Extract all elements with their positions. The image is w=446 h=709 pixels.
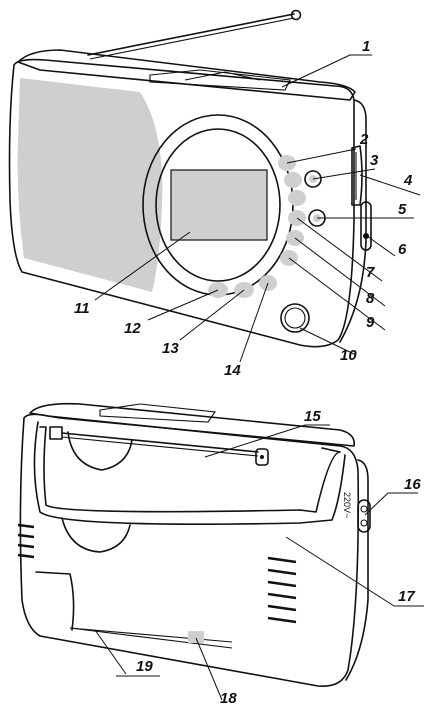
knob-upper <box>304 170 322 188</box>
voltage-mark: 220V~ <box>342 492 352 518</box>
callout-1: 1 <box>362 38 370 55</box>
callout-10: 10 <box>340 347 357 364</box>
callout-15: 15 <box>304 408 321 425</box>
front-body <box>8 58 355 348</box>
folded-antenna <box>49 426 269 466</box>
side-switch <box>360 201 372 251</box>
volume-wheel <box>351 145 363 206</box>
callout-19: 19 <box>136 658 153 675</box>
callout-7: 7 <box>366 264 375 281</box>
back-top-surface <box>29 402 356 447</box>
front-top-surface <box>17 49 356 101</box>
vent-right <box>267 556 297 624</box>
callout-8: 8 <box>366 290 375 307</box>
callout-13: 13 <box>162 340 179 357</box>
carry-handle <box>39 426 341 513</box>
power-button <box>280 303 310 333</box>
front-view <box>8 9 372 348</box>
callout-14: 14 <box>224 362 241 379</box>
callout-9: 9 <box>366 314 375 331</box>
ac-socket <box>357 499 371 533</box>
callout-5: 5 <box>398 201 407 218</box>
callout-18: 18 <box>220 690 237 707</box>
back-leaders <box>94 424 424 701</box>
callout-6: 6 <box>398 241 407 258</box>
callout-11: 11 <box>74 300 90 317</box>
callout-3: 3 <box>370 152 379 169</box>
callout-17: 17 <box>398 588 415 605</box>
callout-16: 16 <box>404 476 421 493</box>
vent-left <box>17 523 35 559</box>
lcd-display <box>170 169 268 241</box>
callout-2: 2 <box>359 131 369 148</box>
front-leaders <box>94 54 421 363</box>
callout-4: 4 <box>403 172 413 189</box>
callout-labels: 1 2 3 4 5 6 7 8 9 10 11 12 13 14 15 16 1… <box>74 38 421 707</box>
tuning-dial-slot <box>149 69 291 91</box>
antenna <box>87 9 302 60</box>
battery-latch <box>188 631 204 643</box>
battery-compartment <box>35 571 75 631</box>
speaker-grille <box>17 78 163 292</box>
back-body <box>19 413 360 687</box>
callout-12: 12 <box>124 320 141 337</box>
back-view: 220V~ <box>17 402 371 687</box>
